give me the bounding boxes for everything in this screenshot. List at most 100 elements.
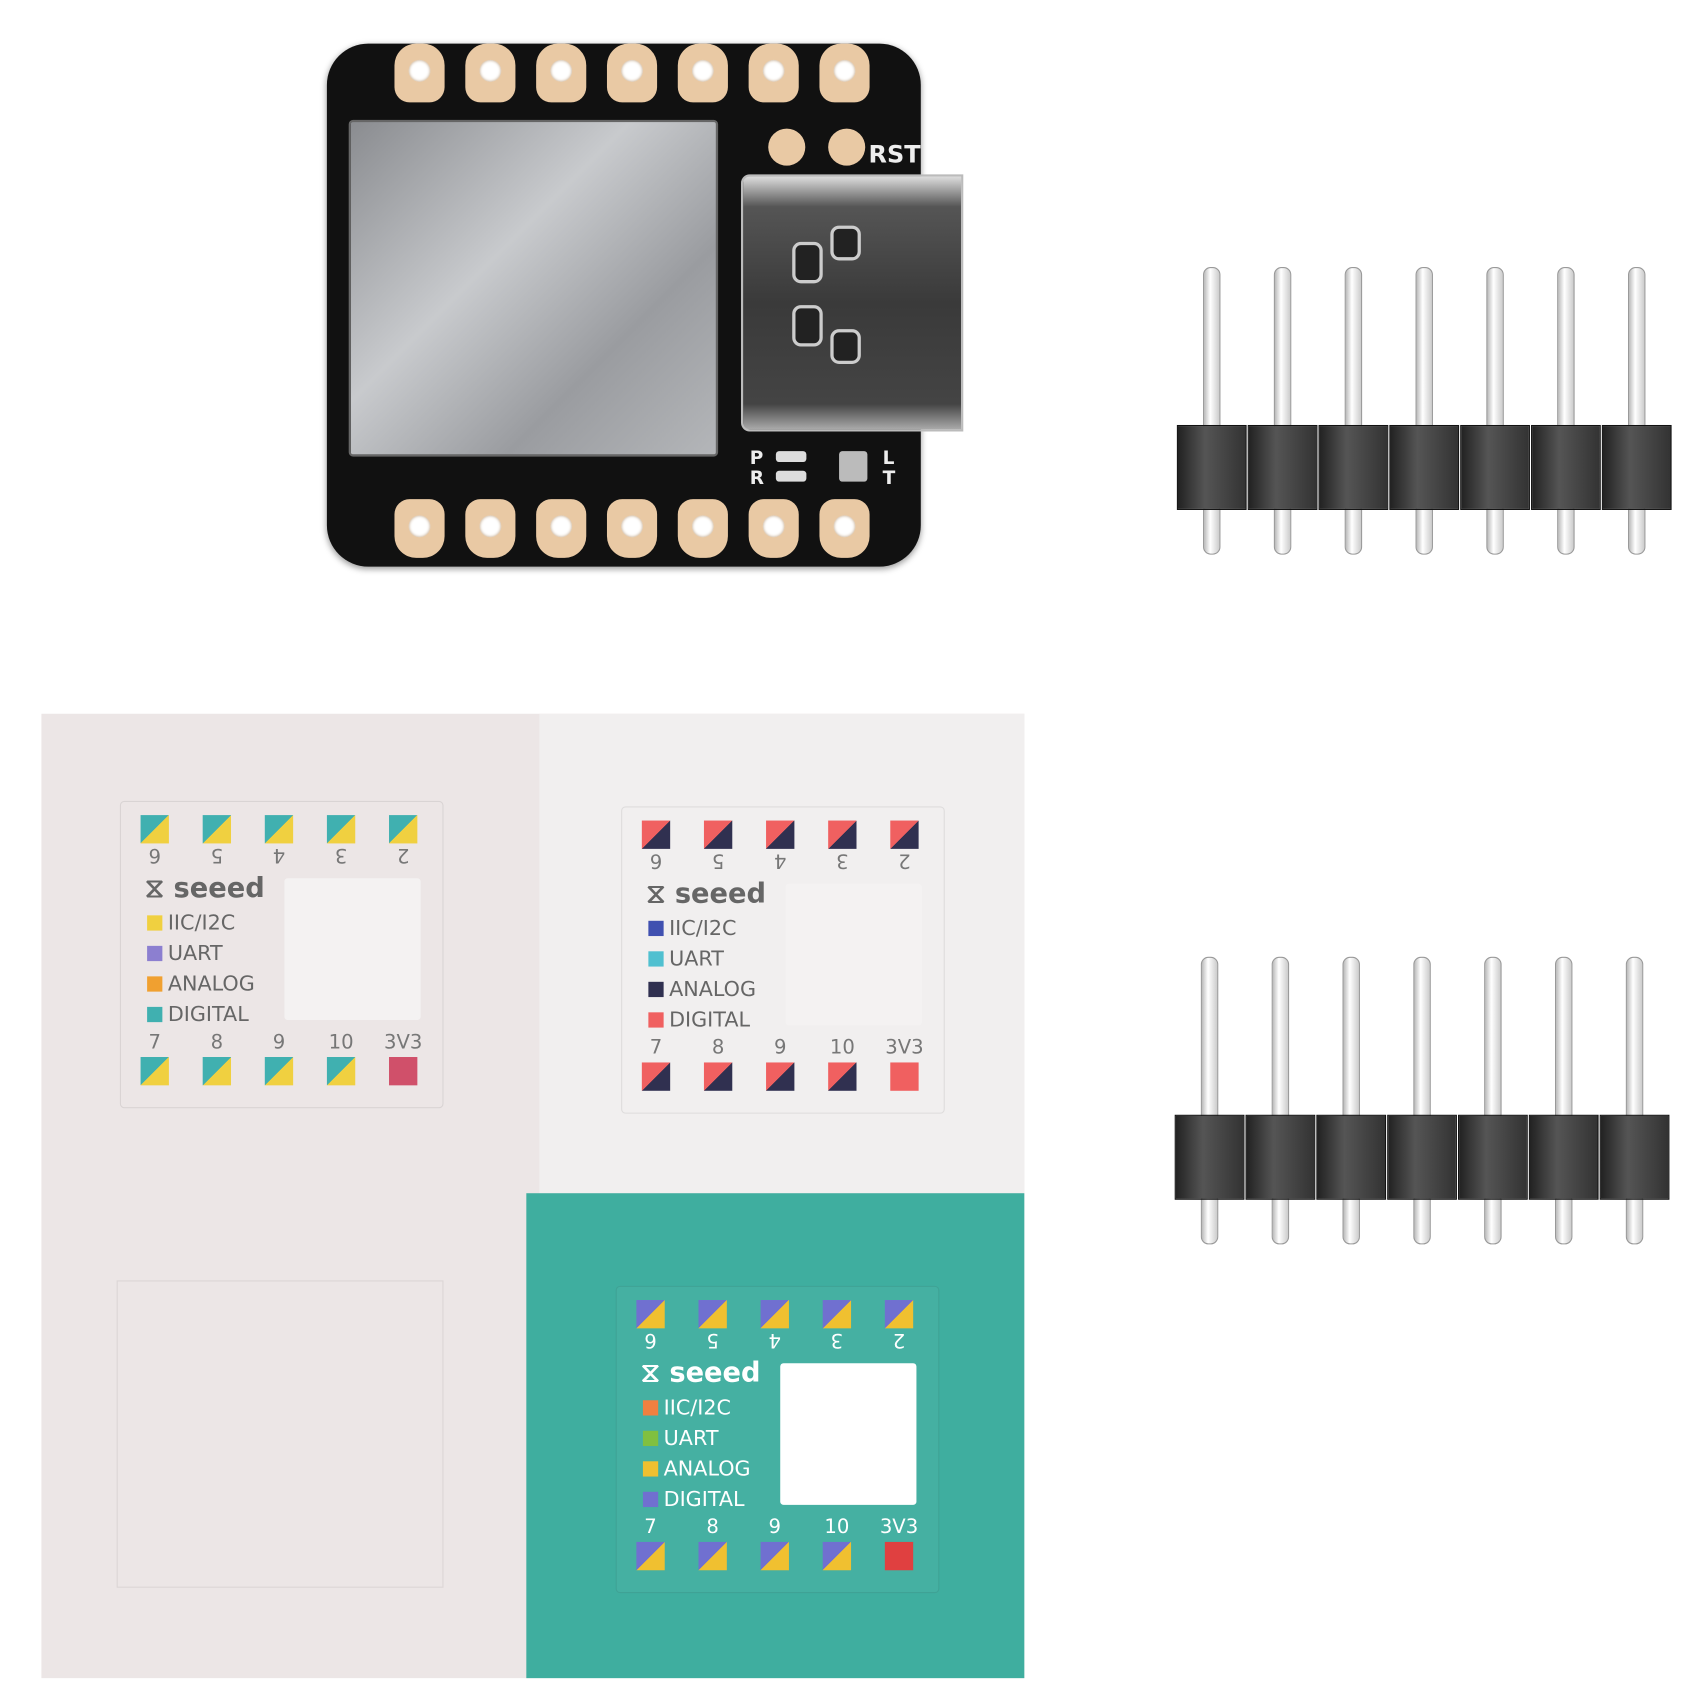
- legend-item: UART: [642, 1426, 718, 1450]
- pin-number: 9: [768, 1515, 782, 1539]
- sticker-sheet-teal-section: [526, 1193, 1025, 1679]
- pin-number: 7: [649, 1036, 663, 1060]
- pin: [1555, 1196, 1573, 1245]
- castellated-pad: [606, 43, 658, 103]
- pin-number: 4: [773, 848, 787, 872]
- power-pin-marker: [890, 1062, 919, 1091]
- legend-swatch: [648, 951, 664, 967]
- pin-marker: [264, 815, 294, 844]
- pin-marker: [828, 1062, 857, 1091]
- pin-marker: [890, 820, 919, 849]
- pin-number: 2: [892, 1328, 906, 1352]
- legend-swatch: [147, 1006, 163, 1023]
- pin: [1203, 506, 1221, 555]
- pin: [1484, 956, 1502, 1123]
- plastic-spacer: [1247, 424, 1318, 510]
- plastic-spacer: [1458, 1114, 1528, 1200]
- plastic-spacer: [1528, 1114, 1599, 1200]
- usb-c-connector: [740, 174, 964, 432]
- legend-swatch: [642, 1400, 659, 1416]
- pin-number: 6: [148, 843, 161, 867]
- legend-swatch: [648, 981, 664, 998]
- pin: [1271, 1196, 1290, 1245]
- castellated-pad: [677, 43, 728, 103]
- pin-marker: [698, 1300, 727, 1329]
- legend-item: IIC/I2C: [147, 911, 235, 935]
- pin: [1200, 956, 1219, 1123]
- pin-number: 10: [328, 1030, 354, 1054]
- pin-marker: [760, 1541, 789, 1571]
- pin-marker: [202, 1057, 232, 1086]
- legend-swatch: [648, 920, 664, 937]
- pin: [1415, 266, 1433, 433]
- pin-marker: [641, 1062, 671, 1091]
- pin: [1273, 266, 1292, 433]
- pin-marker: [698, 1541, 727, 1571]
- pin: [1625, 1196, 1644, 1245]
- seeed-logo: ⧖ seeed: [144, 871, 265, 904]
- legend-swatch: [642, 1491, 659, 1508]
- pin-number: 9: [272, 1030, 286, 1054]
- pin: [1271, 956, 1290, 1123]
- legend-item: UART: [147, 942, 223, 965]
- legend-swatch: [147, 945, 163, 962]
- white-square: [785, 883, 922, 1026]
- pin-number: 5: [210, 843, 224, 867]
- pin-marker: [828, 820, 857, 849]
- pin-marker: [202, 815, 232, 844]
- pin-number: 6: [644, 1328, 657, 1352]
- pin-number: 4: [768, 1328, 782, 1352]
- legend-item: ANALOG: [642, 1457, 751, 1481]
- castellated-pad: [677, 499, 728, 558]
- pin-number: 10: [824, 1515, 850, 1539]
- plastic-spacer: [1531, 424, 1601, 510]
- pin-number: 7: [148, 1030, 161, 1054]
- pin-number: 8: [711, 1036, 725, 1060]
- pin: [1200, 1196, 1219, 1245]
- castellated-pad: [748, 43, 799, 103]
- legend-swatch: [642, 1430, 659, 1447]
- pin-number: 6: [649, 848, 663, 872]
- plastic-spacer: [1601, 424, 1672, 510]
- pin: [1203, 266, 1221, 433]
- pin-number: 5: [711, 848, 725, 872]
- plastic-spacer: [1176, 424, 1247, 510]
- pin: [1486, 266, 1504, 433]
- power-pin-marker: [884, 1541, 914, 1571]
- pin: [1413, 956, 1431, 1123]
- pin: [1415, 506, 1433, 555]
- plastic-spacer: [1318, 424, 1389, 510]
- pin-number: 8: [706, 1515, 719, 1539]
- legend-item: UART: [648, 947, 724, 971]
- plastic-spacer: [1316, 1114, 1387, 1200]
- pin-marker: [766, 1062, 795, 1091]
- resistor: [775, 470, 807, 482]
- plastic-spacer: [1174, 1114, 1245, 1200]
- pin-marker: [389, 815, 418, 844]
- pin: [1344, 506, 1363, 555]
- pin-number: 10: [829, 1036, 855, 1060]
- seeed-logo: ⧖ seeed: [640, 1356, 761, 1389]
- plastic-spacer: [1599, 1114, 1670, 1200]
- castellated-pad: [536, 43, 587, 103]
- pin-marker: [140, 815, 169, 844]
- pin-number: 5: [706, 1328, 719, 1352]
- pin: [1342, 1196, 1360, 1245]
- rf-shield: [348, 119, 719, 457]
- rst-label: RST: [868, 141, 921, 169]
- pin: [1628, 266, 1646, 433]
- pin: [1273, 506, 1292, 555]
- user-led: [839, 451, 868, 482]
- pin-marker: [884, 1300, 914, 1329]
- pin-number: 2: [396, 843, 410, 867]
- pin-number: 7: [644, 1515, 657, 1539]
- power-led: [775, 451, 807, 463]
- pin-marker: [140, 1057, 169, 1086]
- pin-number: 2: [898, 848, 911, 872]
- empty-sticker-slot: [116, 1280, 444, 1588]
- pin-number: 3: [830, 1328, 844, 1352]
